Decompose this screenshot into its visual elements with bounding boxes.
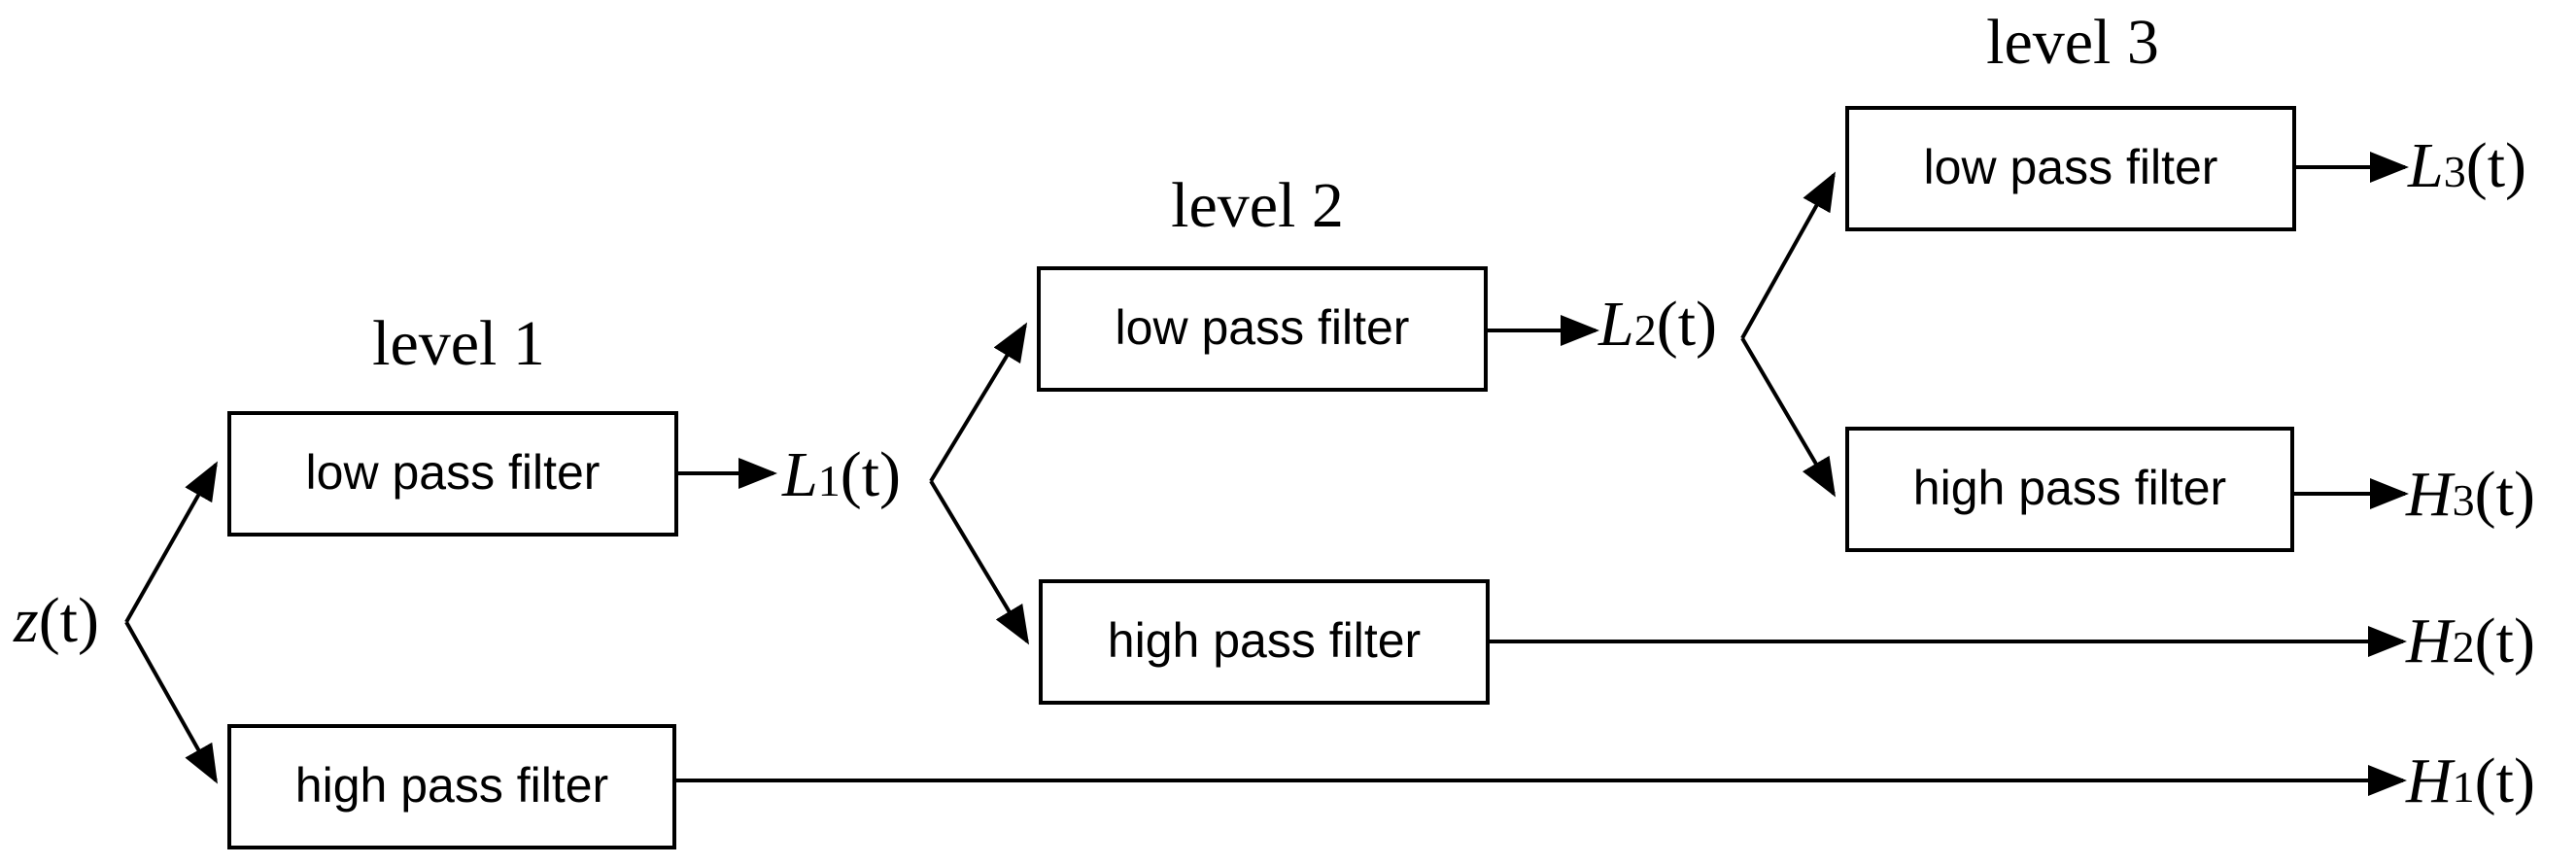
level-1-label: level 1 [372, 308, 545, 379]
arrow-input-to-low1 [124, 461, 218, 623]
low-pass-filter-box-level-2: low pass filter [1037, 266, 1488, 392]
box-label: high pass filter [295, 758, 608, 813]
arrow-L1-to-high2 [929, 479, 1030, 645]
connector-arrows [124, 152, 2409, 796]
signal-input-label: z(t) [13, 585, 99, 656]
arrow-L2-to-high3 [1740, 336, 1837, 498]
low-pass-filter-box-level-3: low pass filter [1845, 106, 2296, 231]
box-label: high pass filter [1108, 613, 1421, 668]
low-pass-filter-box-level-1: low pass filter [227, 411, 678, 537]
high-pass-filter-box-level-2: high pass filter [1039, 579, 1490, 705]
box-label: low pass filter [1116, 300, 1410, 355]
box-label: low pass filter [306, 445, 601, 500]
level-3-label: level 3 [1986, 7, 2159, 78]
arrow-input-to-high1 [124, 621, 218, 784]
high-pass-filter-box-level-1: high pass filter [227, 724, 676, 849]
signal-L2-label: L2(t) [1597, 289, 1717, 360]
box-label: low pass filter [1924, 140, 2218, 194]
signal-H2-label: H2(t) [2405, 606, 2535, 676]
arrow-L2-to-low3 [1740, 171, 1836, 339]
signal-L1-label: L1(t) [781, 439, 901, 510]
signal-L3-label: L3(t) [2407, 130, 2526, 201]
high-pass-filter-box-level-3: high pass filter [1845, 427, 2294, 552]
box-label: high pass filter [1913, 461, 2226, 515]
level-2-label: level 2 [1171, 170, 1344, 241]
signal-H1-label: H1(t) [2405, 745, 2535, 816]
arrow-L1-to-low2 [929, 322, 1028, 483]
signal-H3-label: H3(t) [2405, 459, 2535, 530]
